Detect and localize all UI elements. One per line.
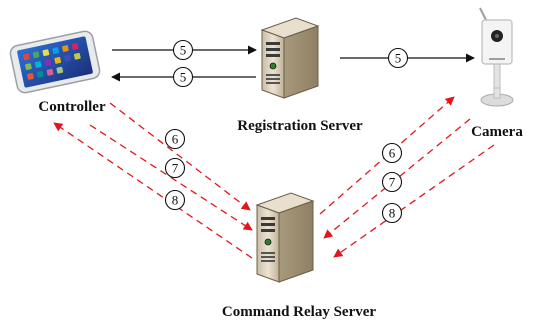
- command-relay-server-label: Command Relay Server: [222, 304, 376, 320]
- step-badge-8-right: 8: [381, 202, 403, 224]
- step-badge-6-right: 6: [381, 142, 403, 164]
- step-badge-5-ctrl-to-reg: 5: [172, 39, 194, 61]
- svg-text:5: 5: [180, 43, 187, 58]
- controller-phone-icon: [9, 30, 101, 94]
- arrow-ctrl-relay-7: [89, 124, 253, 231]
- step-badge-8-left: 8: [164, 189, 186, 211]
- arrow-ctrl-to-relay-6: [109, 102, 251, 211]
- command-relay-server-icon: [255, 192, 315, 283]
- svg-text:7: 7: [172, 161, 179, 176]
- camera-icon: [479, 7, 514, 107]
- svg-text:7: 7: [389, 175, 396, 190]
- registration-server-label: Registration Server: [237, 118, 363, 134]
- step-badge-5-reg-to-ctrl: 5: [172, 66, 194, 88]
- svg-text:5: 5: [395, 51, 402, 66]
- step-badge-7-left: 7: [164, 157, 186, 179]
- registration-server-icon: [260, 17, 320, 99]
- step-badge-6-left: 6: [164, 128, 186, 150]
- svg-text:6: 6: [389, 146, 396, 161]
- svg-text:8: 8: [172, 193, 179, 208]
- svg-text:6: 6: [172, 132, 179, 147]
- camera-label: Camera: [471, 124, 523, 140]
- controller-label: Controller: [38, 99, 106, 115]
- step-badge-7-right: 7: [381, 171, 403, 193]
- arrow-cam-relay-7: [323, 118, 471, 239]
- step-badge-5-reg-to-cam: 5: [387, 47, 409, 69]
- svg-text:8: 8: [389, 206, 396, 221]
- arrow-relay-to-ctrl-8: [53, 122, 253, 259]
- svg-text:5: 5: [180, 70, 187, 85]
- arrow-cam-to-relay-8: [333, 144, 495, 258]
